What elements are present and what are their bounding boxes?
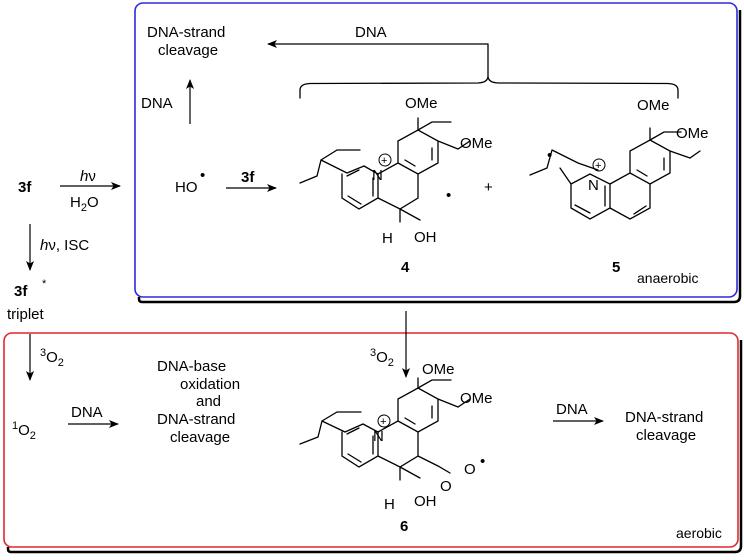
c4-n: N — [372, 167, 383, 184]
compound-4-label: 4 — [401, 259, 410, 276]
c6-h: H — [384, 496, 395, 513]
aerobic-cleavage-line1: DNA-strand — [625, 409, 703, 426]
c6-o1: O — [440, 478, 452, 495]
triplet-3f-label: 3f — [14, 283, 28, 300]
c4-charge: + — [378, 153, 392, 167]
reagent-3f-label: 3f — [241, 169, 255, 186]
c6-o2: O — [464, 461, 476, 478]
hydroxyl-radical: HO — [175, 179, 198, 196]
c5-ome2: OMe — [676, 125, 709, 142]
c6-ome2: OMe — [460, 390, 493, 407]
base-ox-line3: and — [196, 393, 221, 410]
c4-oh: OH — [414, 229, 437, 246]
dna-up-label: DNA — [141, 95, 173, 112]
triplet-star: * — [42, 278, 47, 290]
o2-triplet-label: 3O2 — [40, 347, 64, 369]
base-ox-line5: cleavage — [170, 429, 230, 446]
aerobic-tag: aerobic — [676, 525, 722, 541]
c5-radical-dot: • — [547, 147, 552, 164]
c6-n: N — [373, 428, 384, 445]
hydroxyl-radical-dot: • — [200, 167, 205, 184]
hv-isc-label: hν, ISC — [40, 237, 89, 254]
cleavage-line2: cleavage — [158, 42, 218, 59]
compound-3f-label: 3f — [18, 179, 32, 196]
plus-sign: + — [484, 179, 493, 196]
c5-charge: + — [592, 158, 606, 172]
svg-text:+: + — [380, 416, 386, 428]
c5-ome1: OMe — [637, 97, 670, 114]
c4-ome1: OMe — [405, 95, 438, 112]
c6-ome1: OMe — [422, 361, 455, 378]
compound-4-structure — [299, 117, 471, 223]
c4-ome2: OMe — [460, 135, 493, 152]
compound-5-label: 5 — [612, 259, 620, 276]
product-brace — [299, 43, 679, 99]
dna-top-label: DNA — [355, 24, 387, 41]
aerobic-dna-right-label: DNA — [556, 401, 588, 418]
singlet-o2-label: 1O2 — [12, 420, 36, 442]
aerobic-o2-label: 3O2 — [370, 347, 394, 369]
c4-h: H — [382, 230, 393, 247]
base-ox-line2: oxidation — [180, 376, 240, 393]
aerobic-box — [3, 332, 743, 554]
h2o-label: H2O — [70, 194, 99, 214]
c6-charge: + — [377, 414, 391, 428]
c5-n: N — [588, 177, 599, 194]
hv-label: hν — [80, 168, 96, 185]
anaerobic-box — [134, 2, 742, 304]
compound-5-structure — [529, 127, 701, 220]
cleavage-line1: DNA-strand — [147, 24, 225, 41]
base-ox-line4: DNA-strand — [157, 411, 235, 428]
base-ox-line1: DNA-base — [157, 358, 226, 375]
aerobic-dna-label: DNA — [71, 404, 103, 421]
aerobic-cleavage-line2: cleavage — [636, 427, 696, 444]
anaerobic-tag: anaerobic — [637, 270, 699, 286]
compound-6-structure — [299, 377, 471, 481]
svg-text:+: + — [381, 155, 387, 167]
c6-radical-dot: • — [480, 453, 485, 470]
triplet-label: triplet — [7, 306, 45, 323]
c6-oh: OH — [414, 493, 437, 510]
svg-text:+: + — [595, 160, 601, 172]
compound-6-label: 6 — [400, 518, 408, 535]
c4-radical-dot: • — [446, 187, 451, 204]
